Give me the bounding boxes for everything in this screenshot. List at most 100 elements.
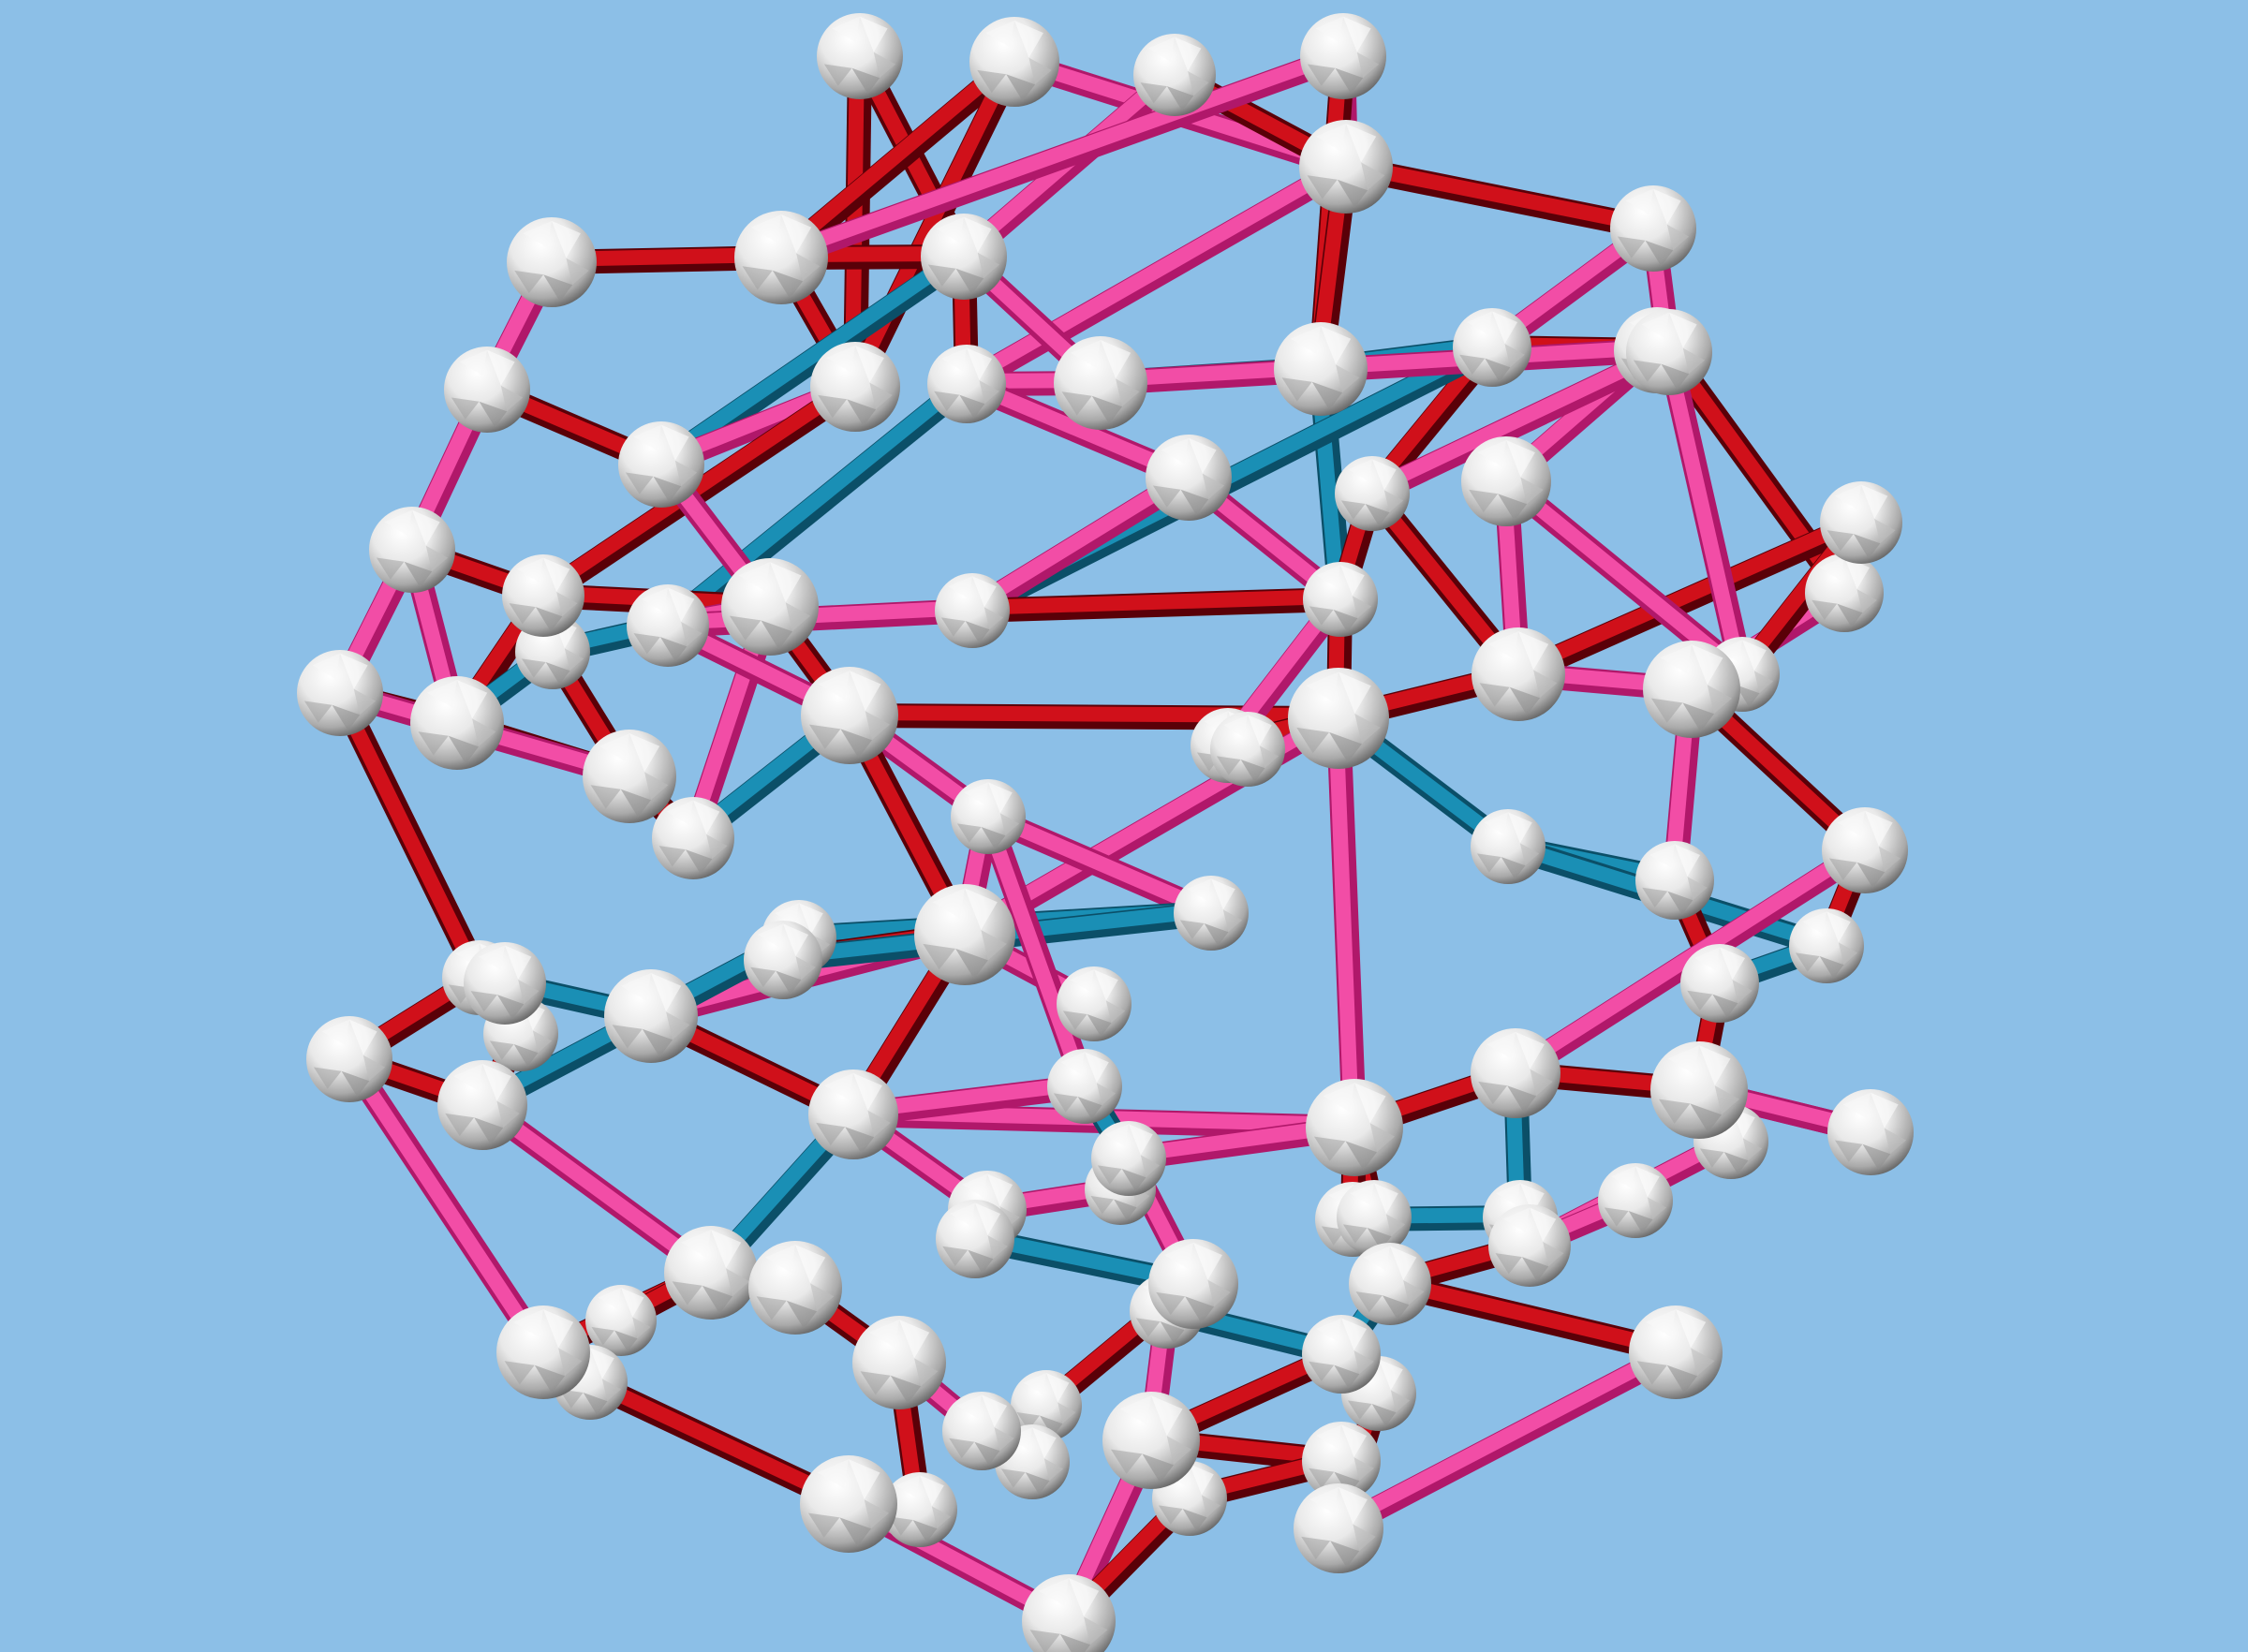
- atom-sphere: [604, 969, 698, 1063]
- red-bond: [969, 587, 1341, 623]
- red-bond: [1512, 511, 1867, 686]
- atom-sphere: [297, 650, 383, 736]
- atom-layer: [297, 13, 1914, 1652]
- red-bond: [844, 55, 1026, 392]
- atom-sphere: [1302, 1315, 1381, 1394]
- atom-sphere: [942, 1392, 1021, 1470]
- pink-bond: [960, 155, 1353, 395]
- atom-sphere: [583, 730, 676, 823]
- atom-sphere: [1472, 627, 1565, 721]
- atom-sphere: [721, 558, 819, 656]
- atom-sphere: [437, 1060, 527, 1150]
- atom-sphere: [306, 1016, 392, 1102]
- atom-sphere: [1054, 336, 1147, 430]
- atom-sphere: [1303, 562, 1378, 637]
- atom-sphere: [921, 214, 1007, 300]
- atom-sphere: [627, 584, 709, 667]
- atom-sphere: [507, 217, 597, 307]
- atom-sphere: [744, 921, 822, 999]
- atom-sphere: [1349, 1243, 1431, 1325]
- pink-bond: [776, 44, 1348, 270]
- atom-sphere: [1294, 1483, 1383, 1573]
- atom-sphere: [1643, 641, 1740, 738]
- atom-sphere: [1302, 1422, 1381, 1500]
- atom-sphere: [1629, 1305, 1723, 1399]
- atom-sphere: [1022, 1574, 1116, 1652]
- atom-sphere: [1300, 13, 1386, 99]
- atom-sphere: [1488, 1204, 1571, 1287]
- atom-sphere: [969, 17, 1059, 107]
- pink-bond: [1326, 715, 1367, 1128]
- atom-sphere: [1091, 1121, 1166, 1196]
- atom-sphere: [1174, 876, 1249, 951]
- atom-sphere: [801, 667, 898, 764]
- atom-sphere: [1148, 1239, 1238, 1329]
- atom-sphere: [618, 421, 704, 508]
- atom-sphere: [1820, 481, 1902, 564]
- atom-sphere: [1011, 1370, 1082, 1441]
- red-bond: [773, 52, 1023, 267]
- atom-sphere: [810, 342, 900, 432]
- atom-sphere: [1598, 1163, 1673, 1238]
- pink-bond: [1332, 1341, 1682, 1540]
- red-bond: [1385, 1272, 1679, 1364]
- atom-sphere: [882, 1472, 957, 1547]
- atom-sphere: [1299, 120, 1393, 214]
- atom-sphere: [951, 779, 1026, 854]
- atom-sphere: [1822, 807, 1908, 893]
- atom-sphere: [1805, 553, 1884, 632]
- atom-sphere: [927, 345, 1006, 423]
- atom-sphere: [936, 1200, 1014, 1278]
- atom-sphere: [1453, 308, 1531, 387]
- red-bond: [536, 376, 863, 606]
- atom-sphere: [1306, 1079, 1403, 1176]
- atom-sphere: [1789, 908, 1864, 983]
- atom-sphere: [817, 13, 903, 99]
- atom-sphere: [808, 1069, 898, 1159]
- pink-bond: [976, 811, 1097, 1091]
- atom-sphere: [1337, 1180, 1412, 1255]
- atom-sphere: [1471, 809, 1546, 884]
- pink-bond: [1657, 347, 1754, 677]
- atom-sphere: [664, 1226, 758, 1320]
- atom-sphere: [496, 1305, 590, 1399]
- atom-sphere: [1047, 1049, 1122, 1124]
- atom-sphere: [1274, 322, 1368, 416]
- atom-sphere: [1102, 1392, 1200, 1489]
- atom-sphere: [734, 211, 828, 304]
- teal-bond: [654, 246, 971, 475]
- teal-bond: [659, 374, 975, 636]
- atom-sphere: [1335, 456, 1410, 531]
- red-bond: [1341, 155, 1656, 241]
- pink-bond: [1097, 338, 1658, 395]
- atom-sphere: [935, 573, 1010, 648]
- atom-sphere: [464, 942, 546, 1025]
- pink-bond: [339, 1052, 554, 1360]
- atom-sphere: [444, 347, 530, 433]
- atom-sphere: [1650, 1041, 1748, 1139]
- atom-sphere: [585, 1285, 657, 1356]
- atom-sphere: [1146, 435, 1232, 521]
- atom-sphere: [502, 554, 584, 637]
- atom-sphere: [1461, 436, 1551, 526]
- red-bond: [329, 686, 491, 983]
- atom-sphere: [1288, 668, 1389, 769]
- atom-sphere: [914, 884, 1015, 985]
- atom-sphere: [1635, 841, 1714, 920]
- pink-bond: [1366, 341, 1675, 505]
- atom-sphere: [1057, 966, 1131, 1041]
- atom-sphere: [410, 676, 504, 770]
- atom-sphere: [852, 1316, 946, 1409]
- atom-sphere: [748, 1241, 842, 1335]
- atom-sphere: [1471, 1028, 1560, 1118]
- atom-sphere: [652, 797, 734, 879]
- atom-sphere: [1133, 34, 1216, 116]
- atom-sphere: [1626, 309, 1712, 395]
- atom-sphere: [369, 507, 455, 593]
- atom-sphere: [1827, 1089, 1914, 1175]
- atom-sphere: [800, 1455, 897, 1553]
- atom-sphere: [1680, 944, 1759, 1023]
- atom-sphere: [1610, 185, 1696, 272]
- atom-sphere: [1210, 712, 1285, 787]
